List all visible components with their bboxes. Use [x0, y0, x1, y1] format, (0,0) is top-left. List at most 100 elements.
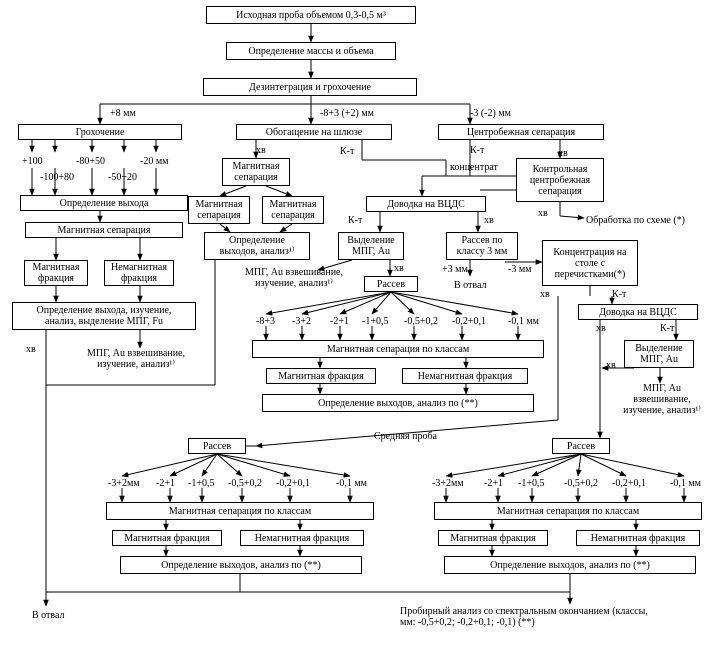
flow-arrow	[265, 185, 293, 197]
processing-label: Обработка по схеме (*)	[586, 215, 685, 226]
mpg-weigh1-label: МПГ, Au взвешивание, изучение, анализ¹⁾	[245, 267, 343, 289]
label-xv-vcds1: хв	[484, 215, 494, 226]
flow-arrow	[497, 453, 582, 478]
nonmag-fraction-left: Немагнитная фракция	[104, 260, 174, 286]
concentration-box: Концентрация на столе с перечистками(*)	[542, 240, 638, 286]
flow-arrow	[169, 453, 218, 477]
mag-fraction1-box: Магнитная фракция	[266, 368, 376, 384]
screen3-box: Рассев по классу 3 мм	[446, 232, 518, 260]
size-class-label: -2+1	[156, 478, 175, 489]
label-xv-sluice: хв	[256, 145, 266, 156]
size-class-label: -0,2+0,1	[612, 478, 646, 489]
mpg-result-left: МПГ, Au взвешивание, изучение, анализ¹⁾	[87, 348, 185, 370]
magsep2b-box: Магнитная сепарация	[262, 196, 324, 224]
label-mid8: -8+3 (+2) мм	[320, 108, 374, 119]
label-kt-centrif: К-т	[470, 145, 485, 156]
size-class-label: -0,1 мм	[336, 478, 367, 489]
flow-arrow	[371, 291, 392, 315]
label-xv-centrif: хв	[558, 148, 568, 159]
flow-arrow	[531, 453, 582, 477]
spectral-analysis-label: Пробирный анализ со спектральным окончан…	[400, 606, 648, 628]
flow-arrow	[121, 453, 218, 478]
size-class-label: -0,2+0,1	[452, 316, 486, 327]
flow-arrow	[580, 453, 685, 478]
screening-box: Грохочение	[18, 124, 182, 140]
flow-arrow	[279, 223, 293, 233]
mpg-weigh2-label: МПГ, Au взвешивание, изучение, анализ¹⁾	[623, 383, 701, 416]
size-class-label: -0,1 мм	[670, 478, 701, 489]
size-class-label: -1+0,5	[362, 316, 389, 327]
label-kt-vcds1: К-т	[348, 215, 363, 226]
flow-arrow	[445, 453, 582, 478]
label-minus3b: -3 мм	[508, 264, 532, 275]
mpg-au1-box: Выделение МПГ, Au	[338, 232, 404, 260]
label-kt-conc: К-т	[612, 289, 627, 300]
final-waste-label: В отвал	[32, 610, 65, 621]
size-class-label: -8+3	[256, 316, 275, 327]
vcds2-box: Доводка на ВЦДС	[578, 304, 698, 320]
nonmag-fraction1-box: Немагнитная фракция	[402, 368, 528, 384]
label-kt-sluice: К-т	[340, 146, 355, 157]
average-sample-label: Средняя проба	[374, 431, 437, 442]
flow-arrow	[559, 214, 585, 221]
flow-arrow	[390, 291, 415, 315]
flow-arrow	[219, 223, 231, 233]
label-xv-control: хв	[538, 208, 548, 219]
size-class-label: -0,5+0,2	[564, 478, 598, 489]
analysis-left-box: Определение выхода, изучение, анализ, вы…	[12, 302, 196, 330]
size-class-label: -0,5+0,2	[228, 478, 262, 489]
flow-arrow	[580, 453, 627, 477]
label-concentrate: концентрат	[450, 162, 498, 173]
flow-arrow	[216, 453, 351, 478]
magsep-classes-right-box: Магнитная сепарация по классам	[434, 502, 702, 520]
yield-left-box: Определение выхода	[20, 195, 188, 211]
sieving-left-box: Рассев	[188, 438, 246, 454]
yields-right-bottom: Определение выходов, анализ по (**)	[444, 556, 696, 574]
flow-arrow	[216, 453, 243, 477]
class-minus20: -20 мм	[140, 156, 169, 167]
flow-arrow	[301, 291, 392, 316]
label-xv-mpg1: хв	[394, 263, 404, 274]
yield-analysis2-box: Определение выходов, анализ¹⁾	[204, 232, 310, 260]
mpg-au2-box: Выделение МПГ, Au	[624, 340, 694, 368]
size-class-label: -2+1	[484, 478, 503, 489]
flow-arrow	[216, 453, 291, 477]
mag-fraction-left-bottom: Магнитная фракция	[112, 530, 222, 546]
magsep-classes-left-box: Магнитная сепарация по классам	[106, 502, 374, 520]
size-class-label: -0,2+0,1	[276, 478, 310, 489]
size-class-label: -3+2мм	[108, 478, 140, 489]
disintegration-box: Дезинтеграция и грохочение	[203, 78, 417, 96]
label-plus3: +3 мм	[442, 264, 468, 275]
magsep-left-box: Магнитная сепарация	[25, 222, 183, 238]
label-xv-left: хв	[26, 344, 36, 355]
sieving-right-box: Рассев	[552, 438, 610, 454]
magsep2a-box: Магнитная сепарация	[188, 196, 250, 224]
flow-arrow	[576, 453, 582, 477]
label-xv-mpg2: хв	[606, 360, 616, 371]
magsep2-box: Магнитная сепарация	[222, 158, 290, 186]
size-class-label: -1+0,5	[188, 478, 215, 489]
flow-arrow	[255, 419, 559, 449]
size-class-label: -2+1	[330, 316, 349, 327]
flow-arrow	[390, 291, 519, 316]
sample-box: Исходная проба объемом 0,3-0,5 м³	[206, 6, 416, 24]
vcds1-box: Доводка на ВЦДС	[366, 196, 486, 212]
flow-arrow	[265, 291, 392, 316]
class-100-80: -100+80	[40, 172, 74, 183]
sieving1-box: Рассев	[364, 276, 418, 292]
yields1-box: Определение выходов, анализ по (**)	[262, 394, 534, 412]
nonmag-fraction-right-bottom: Немагнитная фракция	[576, 530, 700, 546]
label-to-waste1: В отвал	[454, 280, 487, 291]
size-class-label: -0,1 мм	[508, 316, 539, 327]
class-50-20: -50+20	[108, 172, 137, 183]
size-class-label: -1+0,5	[518, 478, 545, 489]
label-xv-conc: хв	[540, 289, 550, 300]
sluice-box: Обогащение на шлюзе	[236, 124, 392, 140]
class-80-50: -80+50	[76, 156, 105, 167]
flow-arrow	[219, 185, 247, 197]
mag-fraction-left: Магнитная фракция	[24, 260, 88, 286]
mass-volume-box: Определение массы и объема	[226, 42, 396, 60]
class-plus100: +100	[22, 156, 43, 167]
label-xv-vcds2: хв	[596, 323, 606, 334]
